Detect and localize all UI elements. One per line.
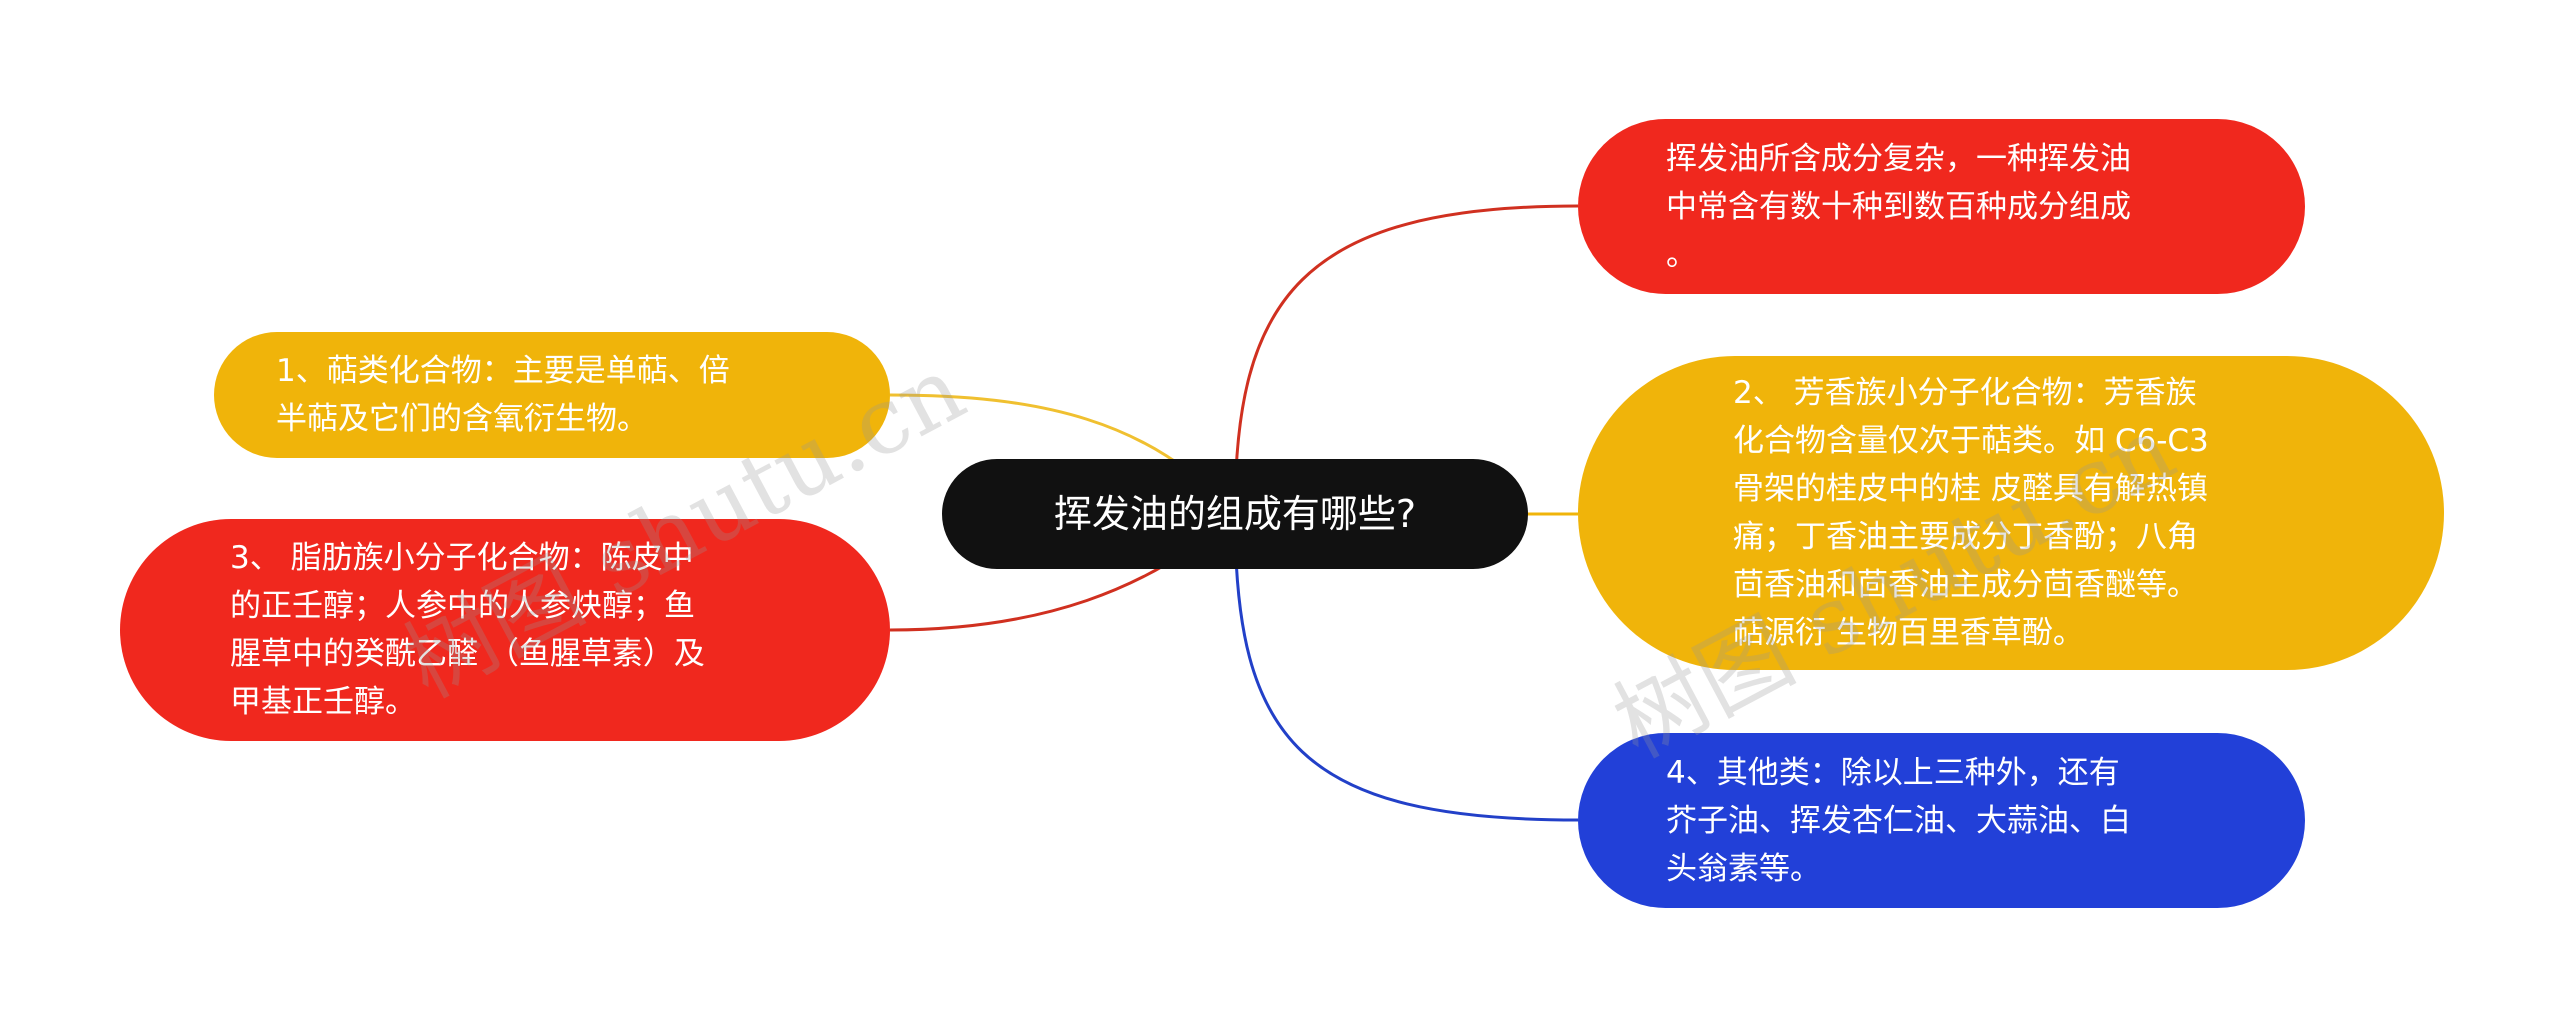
topic-text-others: 4、其他类：除以上三种外，还有 芥子油、挥发杏仁油、大蒜油、白 头翁素等。 <box>1666 754 2131 887</box>
connector-right-3 <box>1233 513 1579 822</box>
topic-text-overview: 挥发油所含成分复杂，一种挥发油 中常含有数十种到数百种成分组成 。 <box>1666 140 2131 273</box>
topic-node-overview[interactable]: 挥发油所含成分复杂，一种挥发油 中常含有数十种到数百种成分组成 。 <box>1578 119 2305 294</box>
topic-node-others[interactable]: 4、其他类：除以上三种外，还有 芥子油、挥发杏仁油、大蒜油、白 头翁素等。 <box>1578 733 2305 908</box>
central-topic-label: 挥发油的组成有哪些? <box>1053 492 1417 536</box>
topic-text-aromatic: 2、 芳香族小分子化合物：芳香族 化合物含量仅次于萜类。如 C6-C3 骨架的桂… <box>1733 375 2209 651</box>
topic-node-aromatic[interactable]: 2、 芳香族小分子化合物：芳香族 化合物含量仅次于萜类。如 C6-C3 骨架的桂… <box>1578 356 2444 670</box>
central-topic-node[interactable]: 挥发油的组成有哪些? <box>942 459 1528 569</box>
topic-node-terpenoids[interactable]: 1、萜类化合物：主要是单萜、倍 半萜及它们的含氧衍生物。 <box>214 332 890 458</box>
topic-text-aliphatic: 3、 脂肪族小分子化合物：陈皮中 的正壬醇；人参中的人参炔醇；鱼 腥草中的癸酰乙… <box>230 540 705 720</box>
connector-right-1 <box>1233 204 1579 515</box>
topic-text-terpenoids: 1、萜类化合物：主要是单萜、倍 半萜及它们的含氧衍生物。 <box>276 353 730 437</box>
topic-node-aliphatic[interactable]: 3、 脂肪族小分子化合物：陈皮中 的正壬醇；人参中的人参炔醇；鱼 腥草中的癸酰乙… <box>120 519 890 741</box>
